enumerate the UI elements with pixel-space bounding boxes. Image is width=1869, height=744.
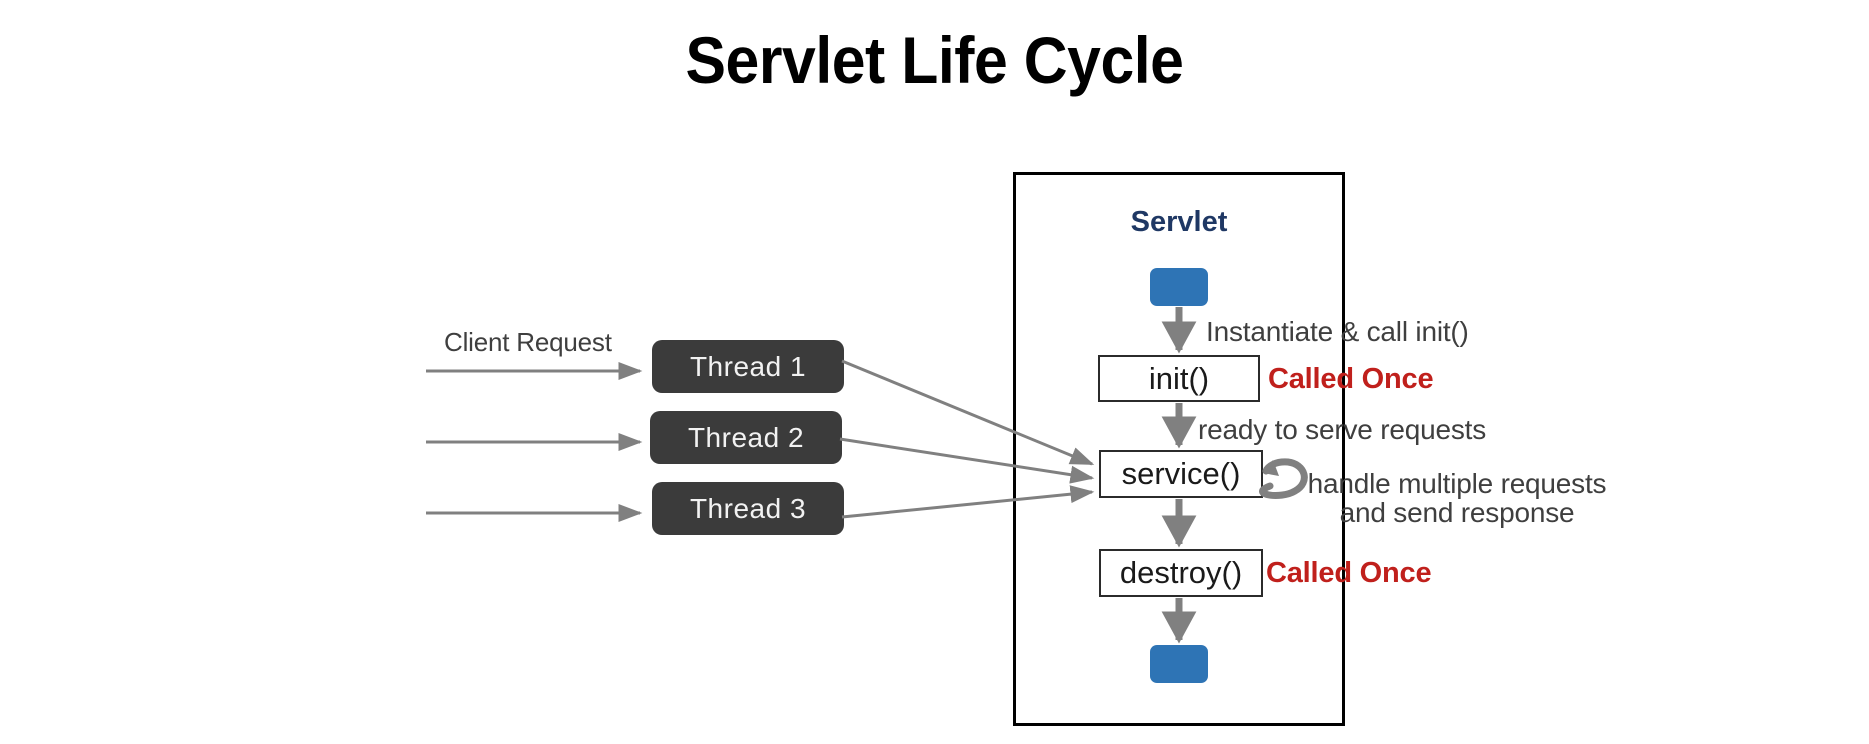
called-once-badge-init: Called Once — [1268, 363, 1434, 395]
thread-box-1[interactable]: Thread 1 — [652, 340, 844, 393]
page-title: Servlet Life Cycle — [685, 23, 1184, 97]
servlet-container-box — [1013, 172, 1345, 726]
thread-box-2[interactable]: Thread 2 — [650, 411, 842, 464]
servlet-start-chip — [1150, 268, 1208, 306]
annotation-ready-to-serve: ready to serve requests — [1198, 414, 1486, 445]
called-once-badge-destroy: Called Once — [1266, 557, 1432, 589]
annotation-handle-requests: handle multiple requests and send respon… — [1302, 469, 1612, 528]
destroy-method-box[interactable]: destroy() — [1099, 549, 1263, 597]
annotation-handle-requests-line2: and send response — [1339, 497, 1575, 529]
service-method-box[interactable]: service() — [1099, 450, 1263, 498]
servlet-end-chip — [1150, 645, 1208, 683]
servlet-label: Servlet — [1130, 206, 1228, 238]
annotation-handle-requests-line1: handle multiple requests — [1307, 468, 1607, 499]
init-method-box[interactable]: init() — [1098, 355, 1260, 402]
annotation-instantiate: Instantiate & call init() — [1206, 316, 1469, 347]
thread-box-3[interactable]: Thread 3 — [652, 482, 844, 535]
client-request-label: Client Request — [444, 327, 612, 357]
